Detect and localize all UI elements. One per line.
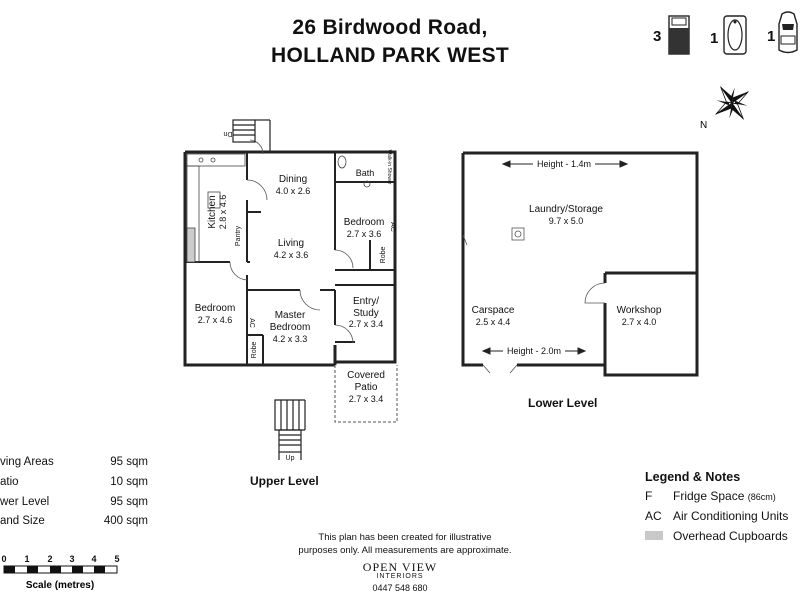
legend-title: Legend & Notes bbox=[645, 470, 741, 484]
lower-level-plan: Height - 1.4m Height - 2.0m Laundry/Stor… bbox=[461, 151, 699, 377]
room-label-dining: Dining bbox=[279, 174, 307, 185]
room-size-entry: 2.7 x 3.4 bbox=[349, 319, 384, 329]
area-value: 10 sqm bbox=[110, 476, 148, 488]
area-name: atio bbox=[0, 476, 19, 488]
room-size-kitchen: 2.8 x 4.6 bbox=[218, 195, 228, 230]
legend-item-ac: AC Air Conditioning Units bbox=[645, 509, 795, 525]
room-size-master: 4.2 x 3.3 bbox=[273, 334, 308, 344]
room-size-patio: 2.7 x 3.4 bbox=[349, 394, 384, 404]
room-size-bedroom-right: 2.7 x 3.6 bbox=[347, 229, 382, 239]
area-name: ving Areas bbox=[0, 456, 54, 468]
height-label-top: Height - 1.4m bbox=[537, 159, 591, 169]
legend-text: Fridge Space bbox=[673, 489, 745, 503]
walkin-shower-label: Walk-in Shower bbox=[386, 150, 392, 185]
legend-text: Overhead Cupboards bbox=[673, 529, 788, 543]
area-row-land: and Size 400 sqm bbox=[0, 515, 148, 533]
upper-level-title: Upper Level bbox=[250, 474, 319, 488]
ac-label-bedroom: AC bbox=[389, 222, 396, 232]
room-size-carspace: 2.5 x 4.4 bbox=[476, 317, 511, 327]
area-row-lower: wer Level 95 sqm bbox=[0, 496, 148, 514]
legend-text: Air Conditioning Units bbox=[673, 509, 789, 523]
area-value: 400 sqm bbox=[103, 515, 148, 527]
room-size-dining: 4.0 x 2.6 bbox=[276, 186, 311, 196]
room-size-living: 4.2 x 3.6 bbox=[274, 250, 309, 260]
address-line-1: 26 Birdwood Road, bbox=[292, 16, 488, 39]
room-label-laundry: Laundry/Storage bbox=[529, 204, 603, 215]
scale-label: Scale (metres) bbox=[26, 580, 94, 591]
bath-label: Bath bbox=[356, 168, 375, 178]
overhead-cupboard-swatch bbox=[645, 531, 663, 540]
room-label-entry: Entry/ bbox=[353, 296, 379, 307]
pantry-label: Pantry bbox=[235, 225, 242, 246]
room-label-workshop: Workshop bbox=[617, 305, 662, 316]
room-label-entry-2: Study bbox=[353, 308, 379, 319]
scale-tick-2: 2 bbox=[47, 554, 52, 564]
legend-item-cupboards: Overhead Cupboards bbox=[645, 529, 795, 545]
legend-item-fridge: F Fridge Space (86cm) bbox=[645, 489, 795, 505]
room-label-living: Living bbox=[278, 238, 304, 249]
brand-logo: OPEN VIEW bbox=[362, 560, 438, 574]
disclaimer-line-2: purposes only. All measurements are appr… bbox=[298, 545, 512, 556]
room-label-master: Master bbox=[275, 310, 306, 321]
upper-level-plan: Dining 4.0 x 2.6 Living 4.2 x 3.6 Bedroo… bbox=[183, 119, 398, 462]
scale-tick-3: 3 bbox=[69, 554, 74, 564]
ac-label-master: AC bbox=[248, 318, 255, 328]
compass-north-label: N bbox=[700, 120, 707, 130]
robe-label-master: Robe bbox=[251, 342, 258, 359]
room-size-bedroom-left: 2.7 x 4.6 bbox=[198, 315, 233, 325]
area-value: 95 sqm bbox=[110, 456, 148, 468]
address-line-2: HOLLAND PARK WEST bbox=[270, 44, 510, 67]
bed-icon bbox=[668, 15, 690, 55]
room-size-workshop: 2.7 x 4.0 bbox=[622, 317, 657, 327]
legend-note: (86cm) bbox=[747, 492, 776, 502]
stairs-up-label: Up bbox=[286, 455, 295, 462]
room-label-bedroom-right: Bedroom bbox=[344, 217, 385, 228]
bedroom-count: 3 bbox=[653, 28, 662, 45]
robe-label-right: Robe bbox=[380, 247, 387, 264]
scale-tick-4: 4 bbox=[91, 554, 96, 564]
scale-tick-1: 1 bbox=[24, 554, 29, 564]
carspace-count: 1 bbox=[767, 28, 776, 45]
room-label-kitchen: Kitchen bbox=[207, 195, 218, 228]
scale-bar: 0 1 2 3 4 5 Scale (metres) bbox=[1, 554, 119, 591]
room-label-patio-2: Patio bbox=[355, 382, 378, 393]
legend-key: F bbox=[645, 489, 653, 503]
area-name: wer Level bbox=[0, 496, 50, 508]
area-name: and Size bbox=[0, 515, 45, 527]
room-label-carspace: Carspace bbox=[472, 305, 515, 316]
scale-tick-0: 0 bbox=[1, 554, 6, 564]
area-row-living: ving Areas 95 sqm bbox=[0, 456, 148, 474]
bath-icon bbox=[723, 15, 747, 55]
area-row-patio: atio 10 sqm bbox=[0, 476, 148, 494]
bathroom-count: 1 bbox=[710, 30, 719, 47]
room-label-bedroom-left: Bedroom bbox=[195, 303, 236, 314]
area-value: 95 sqm bbox=[110, 496, 148, 508]
compass-icon: N bbox=[700, 86, 749, 130]
scale-tick-5: 5 bbox=[114, 554, 119, 564]
disclaimer-line-1: This plan has been created for illustrat… bbox=[318, 532, 492, 543]
height-label-bottom: Height - 2.0m bbox=[507, 346, 561, 356]
brand-subtitle: INTERIORS bbox=[376, 573, 424, 580]
brand-phone: 0447 548 680 bbox=[372, 583, 428, 593]
lower-level-title: Lower Level bbox=[528, 396, 598, 410]
disclaimer: This plan has been created for illustrat… bbox=[290, 531, 520, 557]
room-size-laundry: 9.7 x 5.0 bbox=[549, 216, 584, 226]
room-label-master-2: Bedroom bbox=[270, 322, 311, 333]
stairs-down-label: Dn bbox=[223, 130, 232, 137]
car-icon bbox=[778, 11, 798, 54]
legend-key: AC bbox=[645, 509, 662, 523]
room-label-patio: Covered bbox=[347, 370, 385, 381]
